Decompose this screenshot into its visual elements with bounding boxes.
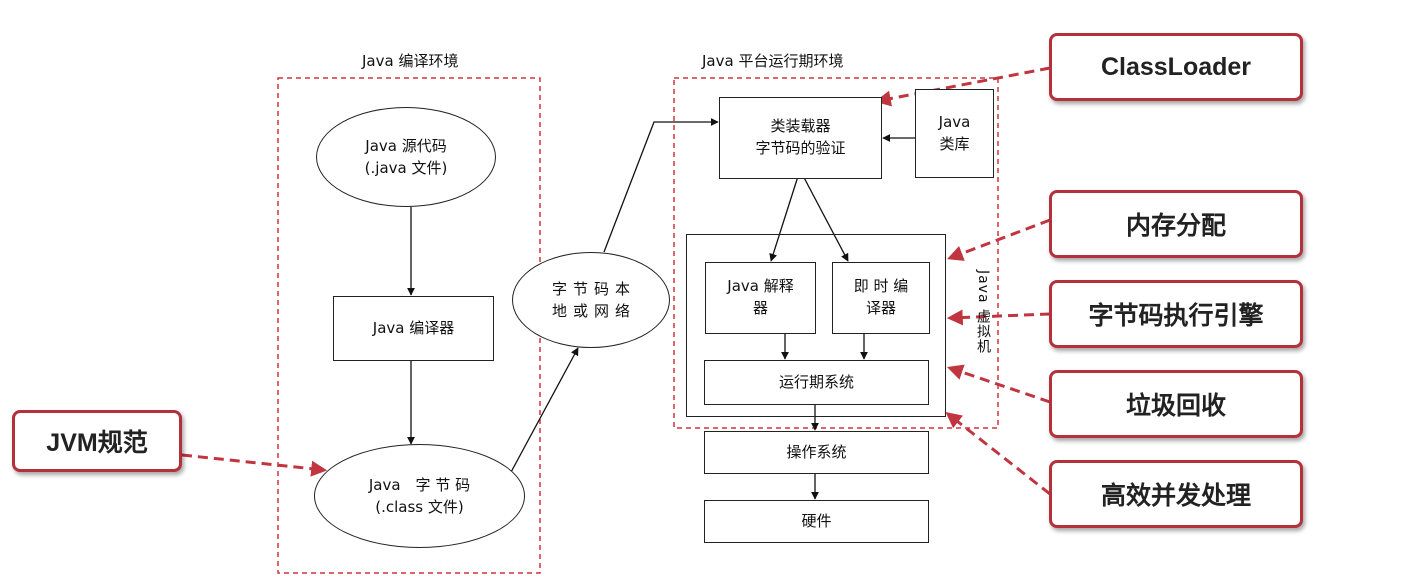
local-or-network-line1: 字节码本 bbox=[551, 279, 636, 298]
source-code-node: Java 源代码 (.java 文件) bbox=[316, 107, 496, 207]
source-code-line2: (.java 文件) bbox=[364, 159, 448, 177]
arrow-network-to-classloader bbox=[603, 118, 719, 253]
callout-memory-allocation-label: 内存分配 bbox=[1125, 212, 1226, 240]
callout-arrow-gc bbox=[946, 364, 1051, 404]
interpreter-line1: Java 解释 bbox=[727, 277, 794, 296]
local-or-network-line2: 地或网络 bbox=[551, 302, 636, 320]
compiler-node: Java 编译器 bbox=[333, 296, 494, 361]
jit-compiler-line1: 即 时 编 bbox=[853, 277, 909, 296]
callout-classloader: ClassLoader bbox=[1049, 33, 1303, 101]
callout-garbage-collection: 垃圾回收 bbox=[1049, 370, 1303, 438]
compile-env-title: Java 编译环境 bbox=[362, 52, 459, 70]
class-loader-node: 类装载器 字节码的验证 bbox=[719, 97, 882, 179]
operating-system-label: 操作系统 bbox=[786, 442, 847, 461]
arrow-loader-to-interpreter bbox=[769, 169, 801, 262]
interpreter-node: Java 解释 器 bbox=[705, 262, 816, 334]
callout-arrow-engine bbox=[946, 309, 1051, 326]
compile-env-region-border bbox=[277, 77, 541, 574]
source-code-line1: Java 源代码 bbox=[365, 136, 447, 155]
bytecode-file-line2: (.class 文件) bbox=[375, 498, 464, 516]
jvm-label: Java 虚拟机 bbox=[975, 270, 991, 355]
callout-arrow-memory bbox=[947, 218, 1051, 261]
callout-concurrency-label: 高效并发处理 bbox=[1100, 482, 1251, 510]
jit-compiler-line2: 译器 bbox=[865, 299, 896, 317]
bytecode-file-node: Java 字 节 码 (.class 文件) bbox=[314, 444, 525, 548]
runtime-system-label: 运行期系统 bbox=[778, 372, 854, 391]
jvm-container bbox=[686, 234, 946, 417]
callout-execution-engine-label: 字节码执行引擎 bbox=[1088, 302, 1264, 330]
callout-arrow-concurrency bbox=[945, 412, 1051, 496]
runtime-env-region-border bbox=[673, 77, 999, 429]
callout-memory-allocation: 内存分配 bbox=[1049, 190, 1303, 258]
java-library-line2: 类库 bbox=[939, 134, 970, 153]
runtime-system-node: 运行期系统 bbox=[704, 360, 929, 405]
bytecode-file-line1: Java 字 节 码 bbox=[368, 475, 471, 494]
operating-system-node: 操作系统 bbox=[704, 431, 929, 474]
hardware-label: 硬件 bbox=[801, 511, 832, 530]
java-library-line1: Java bbox=[938, 112, 971, 131]
class-loader-line2: 字节码的验证 bbox=[755, 139, 846, 157]
arrow-loader-to-jit bbox=[799, 169, 849, 262]
callout-classloader-label: ClassLoader bbox=[1100, 52, 1252, 81]
jit-compiler-node: 即 时 编 译器 bbox=[832, 262, 930, 334]
callout-jvm-spec-label: JVM规范 bbox=[46, 429, 148, 457]
runtime-env-title: Java 平台运行期环境 bbox=[702, 52, 844, 70]
local-or-network-node: 字节码本 地或网络 bbox=[512, 252, 670, 348]
callout-concurrency: 高效并发处理 bbox=[1049, 460, 1303, 528]
callout-arrow-jvm-spec bbox=[181, 453, 328, 477]
callout-execution-engine: 字节码执行引擎 bbox=[1049, 280, 1303, 348]
hardware-node: 硬件 bbox=[704, 500, 929, 543]
compiler-label: Java 编译器 bbox=[372, 318, 455, 337]
callout-arrow-classloader bbox=[874, 66, 1051, 107]
class-loader-line1: 类装载器 bbox=[770, 117, 831, 136]
java-library-node: Java 类库 bbox=[915, 89, 994, 178]
interpreter-line2: 器 bbox=[752, 299, 768, 317]
callout-garbage-collection-label: 垃圾回收 bbox=[1125, 392, 1226, 420]
callout-jvm-spec: JVM规范 bbox=[12, 410, 182, 472]
arrow-bytecode-to-network bbox=[509, 347, 579, 475]
